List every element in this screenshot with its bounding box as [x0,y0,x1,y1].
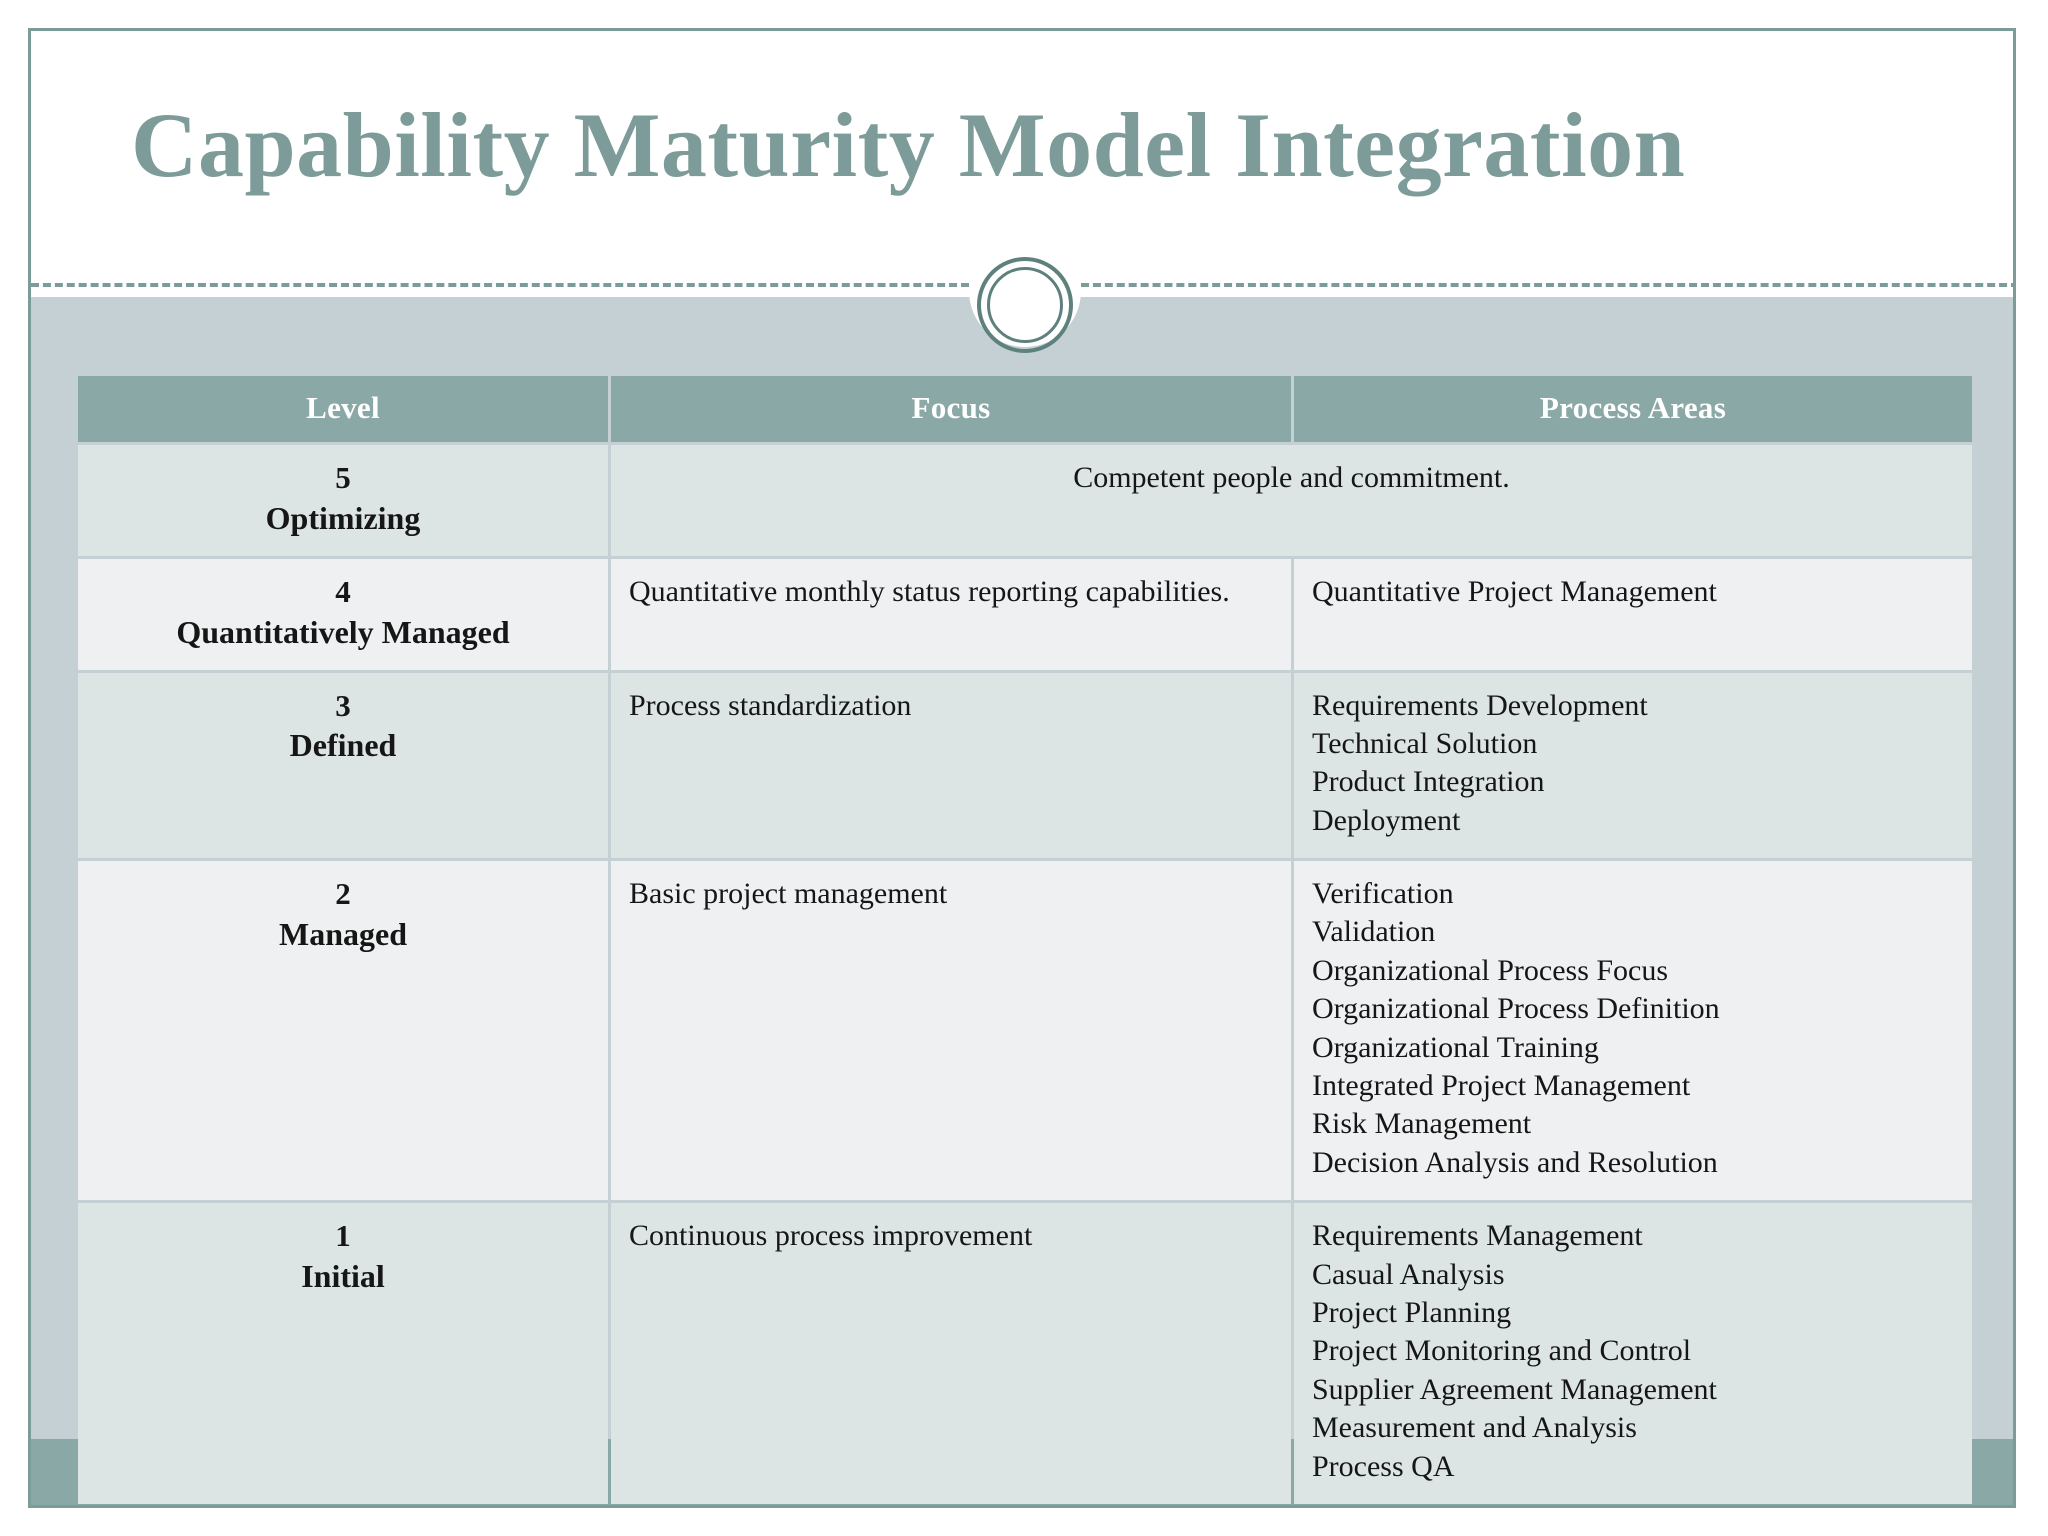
level-number: 3 [335,687,351,723]
process-area-item: Verification [1312,877,1454,911]
process-area-item: Validation [1312,915,1436,949]
level-number: 1 [335,1218,351,1254]
process-area-list: Quantitative Project Management [1312,573,1954,611]
title-zone: Capability Maturity Model Integration [31,31,2013,283]
level-name: Optimizing [265,499,421,536]
circle-ornament-icon [977,257,1073,353]
column-header-process-areas: Process Areas [1294,376,1972,442]
process-area-item: Product Integration [1312,765,1545,799]
focus-text: Basic project management [629,877,948,911]
cell-process-areas: Quantitative Project Management [1294,558,1972,670]
cell-focus: Basic project management [611,861,1291,1201]
process-area-item: Requirements Development [1312,688,1648,722]
process-area-item: Project Planning [1312,1295,1512,1329]
dashed-divider [31,283,2013,287]
process-area-item: Organizational Process Definition [1312,992,1720,1026]
slide-frame: Capability Maturity Model Integration Le… [28,28,2016,1508]
process-area-item: Casual Analysis [1312,1257,1505,1291]
cell-focus: Process standardization [611,672,1291,859]
column-header-level: Level [78,376,608,442]
level-name: Defined [289,727,397,764]
process-area-item: Process QA [1312,1449,1455,1483]
process-area-item: Supplier Agreement Management [1312,1372,1717,1406]
process-area-item: Organizational Training [1312,1030,1599,1064]
level-name: Quantitatively Managed [176,613,510,650]
focus-text: Quantitative monthly status reporting ca… [629,574,1230,608]
process-area-item: Risk Management [1312,1107,1532,1141]
process-area-item: Technical Solution [1312,726,1538,760]
level-name: Initial [301,1257,385,1294]
focus-text: Process standardization [629,688,912,722]
dashed-line-left [31,283,969,287]
cell-focus: Quantitative monthly status reporting ca… [611,558,1291,670]
process-area-item: Deployment [1312,803,1461,837]
cell-focus: Continuous process improvement [611,1203,1291,1504]
focus-text: Continuous process improvement [629,1219,1033,1253]
level-number: 4 [335,573,351,609]
process-area-item: Quantitative Project Management [1312,574,1717,608]
process-area-item: Requirements Management [1312,1219,1643,1253]
process-area-item: Decision Analysis and Resolution [1312,1145,1718,1179]
dashed-line-right [1081,283,2013,287]
process-area-item: Organizational Process Focus [1312,953,1669,987]
process-area-item: Project Monitoring and Control [1312,1334,1692,1368]
table-header-row: Level Focus Process Areas [78,376,1972,442]
cell-focus-and-process-areas: Competent people and commitment. [611,445,1972,556]
process-area-item: Integrated Project Management [1312,1069,1691,1103]
page-title: Capability Maturity Model Integration [131,94,1686,196]
level-number: 5 [335,460,351,495]
level-number: 2 [335,876,351,912]
process-area-item: Measurement and Analysis [1312,1411,1637,1445]
level-name: Managed [279,915,407,952]
column-header-focus: Focus [611,376,1291,442]
